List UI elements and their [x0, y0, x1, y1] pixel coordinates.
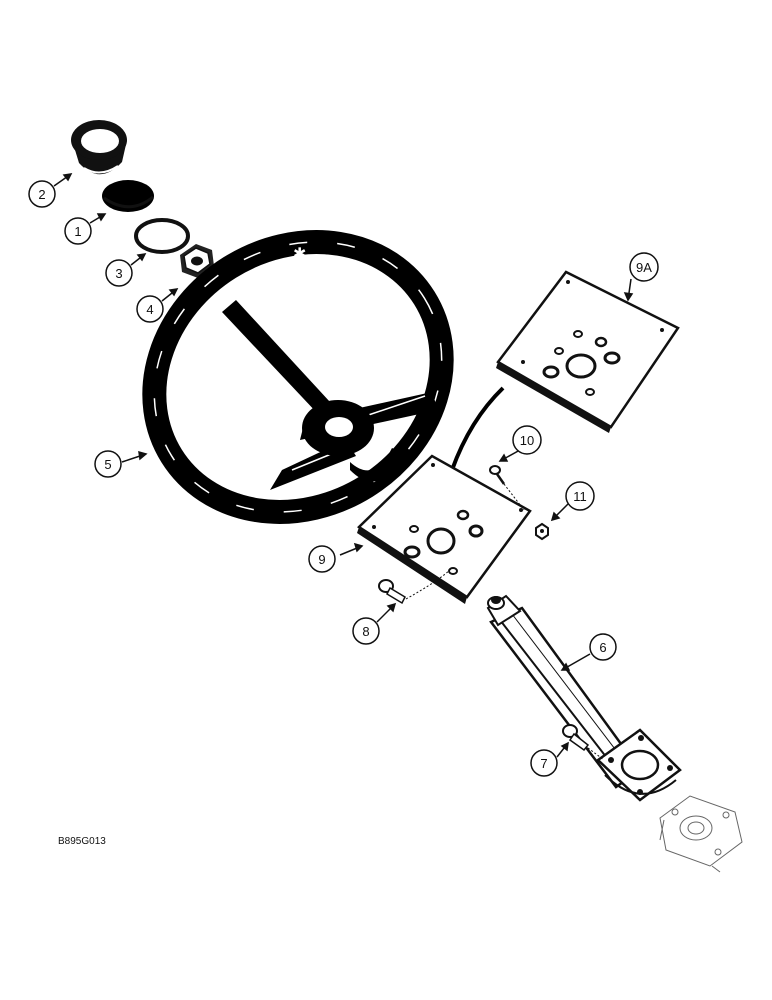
callout-8: 8 [352, 617, 380, 645]
callout-9: 9 [308, 545, 336, 573]
part-steering-column [486, 594, 682, 802]
callout-6: 6 [589, 633, 617, 661]
drawing-code: B895G013 [58, 836, 106, 847]
part-plate-9a [496, 270, 680, 433]
callout-1: 1 [64, 217, 92, 245]
part-o-ring [134, 218, 190, 254]
svg-text:9: 9 [318, 552, 325, 567]
svg-text:10: 10 [520, 433, 534, 448]
callout-4: 4 [136, 295, 164, 323]
callout-11: 11 [565, 481, 595, 511]
callout-3: 3 [105, 259, 133, 287]
leader-lines [53, 173, 634, 758]
part-bolt-7 [562, 724, 605, 761]
part-bolt-8 [378, 567, 453, 605]
svg-text:8: 8 [362, 624, 369, 639]
svg-text:✱: ✱ [293, 246, 306, 263]
callout-5: 5 [94, 450, 122, 478]
steering-valve-ghost [659, 795, 743, 873]
alignment-line [450, 386, 505, 471]
svg-text:1: 1 [74, 224, 81, 239]
svg-text:4: 4 [146, 302, 153, 317]
part-steering-wheel: ✱ [142, 230, 454, 524]
callout-2: 2 [28, 180, 56, 208]
svg-text:5: 5 [104, 457, 111, 472]
svg-text:3: 3 [115, 266, 122, 281]
callout-9a: 9A [629, 252, 659, 282]
part-hex-nut [180, 244, 214, 278]
part-plate-9 [357, 454, 532, 604]
svg-text:7: 7 [540, 756, 547, 771]
svg-text:11: 11 [573, 489, 587, 504]
callout-10: 10 [512, 425, 542, 455]
svg-text:2: 2 [38, 187, 45, 202]
part-disc [102, 180, 154, 212]
part-screw-10 [489, 465, 525, 511]
callout-7: 7 [530, 749, 558, 777]
svg-text:6: 6 [599, 640, 606, 655]
svg-text:9A: 9A [636, 260, 652, 275]
part-nut-11 [535, 522, 549, 541]
part-cap-ring [71, 120, 127, 175]
